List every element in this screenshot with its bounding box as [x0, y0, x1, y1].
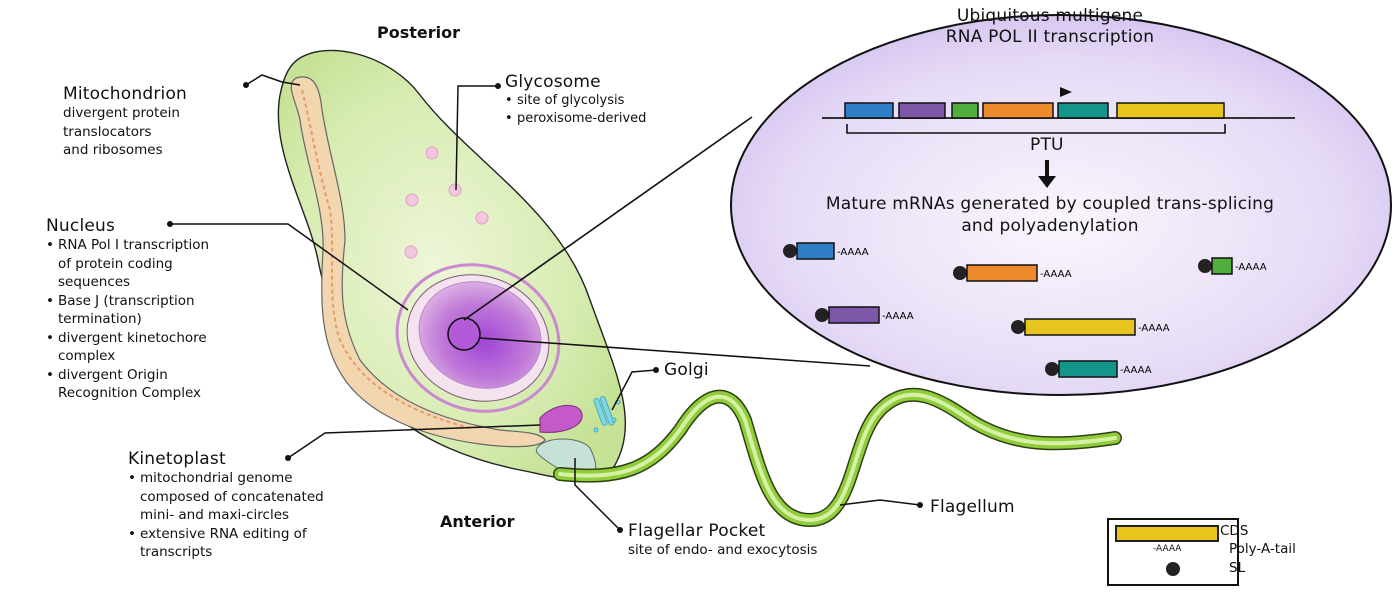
- ptu-gene: [1116, 102, 1225, 119]
- inset-bubble: [730, 14, 1392, 396]
- glycosome-dots: [404, 146, 489, 259]
- poly-a-tail: -AAAA: [837, 247, 869, 258]
- mature-mrna-heading: Mature mRNAs generated by coupled trans-…: [720, 193, 1380, 237]
- sl-cap: [783, 244, 797, 258]
- legend-polya-symbol: -AAAA: [1153, 544, 1182, 554]
- mature-mrna: -AAAA: [1011, 318, 1170, 336]
- ptu-gene: [951, 102, 979, 119]
- sl-cap: [1198, 259, 1212, 273]
- mature-mrna: -AAAA: [783, 242, 869, 260]
- mitochondrion-line: divergent protein: [63, 105, 180, 121]
- sl-cap: [953, 266, 967, 280]
- poly-a-tail: -AAAA: [1138, 323, 1170, 334]
- mature-mrnas: -AAAA -AAAA -AAAA -AAAA -AAAA -AAAA: [783, 242, 1267, 378]
- cds-block: [828, 306, 880, 324]
- glycosome-bullet: site of glycolysis: [505, 92, 646, 110]
- posterior-label: Posterior: [377, 23, 460, 42]
- legend-cds-swatch: [1115, 525, 1219, 542]
- mitochondrion-title: Mitochondrion: [63, 84, 188, 104]
- legend-sl-icon: [1166, 562, 1180, 576]
- sl-cap: [1045, 362, 1059, 376]
- legend: CDS -AAAA Poly-A-tail SL: [1107, 518, 1296, 586]
- glycosome-annotation: Glycosome site of glycolysis peroxisome-…: [505, 72, 646, 128]
- mitochondrion-shape: [290, 76, 546, 448]
- cds-block: [796, 242, 835, 260]
- nucleus-title: Nucleus: [46, 216, 116, 236]
- golgi-shape: [593, 396, 621, 433]
- mature-mrna: -AAAA: [953, 264, 1072, 282]
- sl-cap: [815, 308, 829, 322]
- cds-block: [1024, 318, 1136, 336]
- kinetoplast-annotation: Kinetoplast mitochondrial genomecomposed…: [128, 449, 324, 562]
- mitochondrion-line: and ribosomes: [63, 142, 163, 158]
- ptu-label: PTU: [1030, 135, 1064, 155]
- legend-polya-label: Poly-A-tail: [1229, 541, 1296, 557]
- legend-cds-label: CDS: [1220, 523, 1249, 539]
- poly-a-tail: -AAAA: [1235, 262, 1267, 273]
- cds-block: [966, 264, 1038, 282]
- mature-line1: Mature mRNAs generated by coupled trans-…: [825, 194, 1275, 214]
- glycosome-bullet: peroxisome-derived: [505, 110, 646, 128]
- kinetoplast-shape: [539, 404, 583, 433]
- sl-cap: [1011, 320, 1025, 334]
- mature-line2: and polyadenylation: [961, 216, 1139, 236]
- ptu-gene: [982, 102, 1054, 119]
- poly-a-tail: -AAAA: [882, 311, 914, 322]
- nucleus-zoom-circle: [447, 317, 481, 351]
- inset-heading-line2: RNA POL II transcription: [945, 27, 1155, 47]
- flagellar-pocket-title: Flagellar Pocket: [628, 521, 766, 541]
- ptu-gene: [844, 102, 894, 119]
- mature-mrna: -AAAA: [1045, 360, 1152, 378]
- flagellar-pocket-subtitle: site of endo- and exocytosis: [628, 542, 818, 558]
- cds-block: [1058, 360, 1118, 378]
- flagellum-title: Flagellum: [930, 497, 1015, 517]
- kinetoplast-title: Kinetoplast: [128, 449, 226, 469]
- poly-a-tail: -AAAA: [1040, 269, 1072, 280]
- ptu-gene: [898, 102, 946, 119]
- mitochondrion-line: translocators: [63, 123, 152, 140]
- golgi-title: Golgi: [664, 360, 709, 380]
- cds-block: [1211, 257, 1233, 275]
- flagellar-pocket-annotation: Flagellar Pocket site of endo- and exocy…: [628, 521, 817, 560]
- ptu-gene: [1057, 102, 1109, 119]
- ptu-genes: [844, 102, 1225, 119]
- inset-heading-line1: Ubiquitous multigene: [956, 6, 1144, 26]
- mature-mrna: -AAAA: [815, 306, 914, 324]
- legend-sl-label: SL: [1229, 560, 1246, 576]
- inset-heading: Ubiquitous multigene RNA POL II transcri…: [900, 6, 1200, 48]
- anterior-label: Anterior: [440, 512, 515, 531]
- poly-a-tail: -AAAA: [1120, 365, 1152, 376]
- glycosome-title: Glycosome: [505, 72, 601, 92]
- mature-mrna: -AAAA: [1198, 257, 1267, 275]
- mitochondrion-annotation: Mitochondrion divergent protein transloc…: [63, 84, 187, 160]
